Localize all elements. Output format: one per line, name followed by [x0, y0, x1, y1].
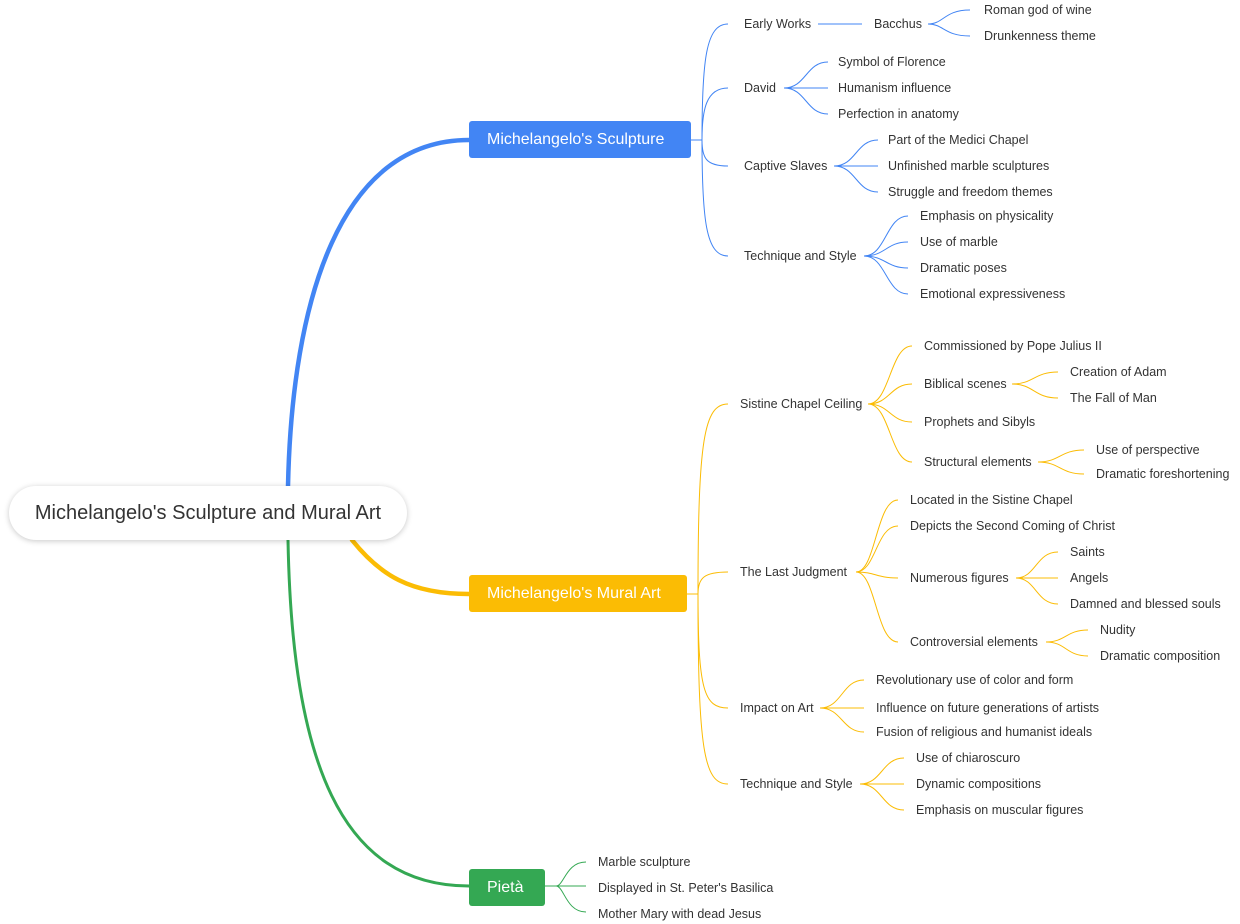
- topic-nudity[interactable]: Nudity: [1100, 623, 1136, 637]
- topic-david[interactable]: David: [744, 81, 776, 95]
- topic-commissioned-julius[interactable]: Commissioned by Pope Julius II: [924, 339, 1102, 353]
- topic-second-coming[interactable]: Depicts the Second Coming of Christ: [910, 519, 1115, 533]
- topic-structural-elements[interactable]: Structural elements: [924, 455, 1032, 469]
- topic-marble-sculpture[interactable]: Marble sculpture: [598, 855, 691, 869]
- topic-emotional-expressiveness[interactable]: Emotional expressiveness: [920, 287, 1066, 301]
- topic-angels[interactable]: Angels: [1070, 571, 1109, 585]
- topic-mural-technique[interactable]: Technique and Style: [740, 777, 853, 791]
- topic-dynamic-compositions[interactable]: Dynamic compositions: [916, 777, 1042, 791]
- topic-last-judgment[interactable]: The Last Judgment: [740, 565, 848, 579]
- topic-humanism-influence[interactable]: Humanism influence: [838, 81, 952, 95]
- topic-perfection-in-anatomy[interactable]: Perfection in anatomy: [838, 107, 959, 121]
- topic-mary-jesus[interactable]: Mother Mary with dead Jesus: [598, 907, 762, 921]
- topic-bacchus[interactable]: Bacchus: [874, 17, 922, 31]
- topic-saints[interactable]: Saints: [1070, 545, 1105, 559]
- main-branch-line-sculpture: [285, 137, 472, 489]
- topic-controversial-elements[interactable]: Controversial elements: [910, 635, 1038, 649]
- topic-biblical-scenes[interactable]: Biblical scenes: [924, 377, 1007, 391]
- main-branch-line-mural: [349, 537, 472, 597]
- topic-sculpture-technique[interactable]: Technique and Style: [744, 249, 857, 263]
- topic-drunkenness-theme[interactable]: Drunkenness theme: [984, 29, 1096, 43]
- topic-influence-future[interactable]: Influence on future generations of artis…: [876, 701, 1100, 715]
- topic-fall-of-man[interactable]: The Fall of Man: [1070, 391, 1157, 405]
- topic-creation-of-adam[interactable]: Creation of Adam: [1070, 365, 1167, 379]
- topic-dramatic-foreshortening[interactable]: Dramatic foreshortening: [1096, 467, 1230, 481]
- topic-revolutionary-color[interactable]: Revolutionary use of color and form: [876, 673, 1074, 687]
- topic-sistine-ceiling[interactable]: Sistine Chapel Ceiling: [740, 397, 863, 411]
- topic-captive-slaves[interactable]: Captive Slaves: [744, 159, 828, 173]
- pieta-connectors: [544, 861, 587, 913]
- topic-dramatic-poses[interactable]: Dramatic poses: [920, 261, 1007, 275]
- mural-connectors: [686, 345, 1089, 811]
- topic-emphasis-physicality[interactable]: Emphasis on physicality: [920, 209, 1054, 223]
- sculpture-connectors: [690, 9, 971, 295]
- topic-prophets-sibyls[interactable]: Prophets and Sibyls: [924, 415, 1036, 429]
- topic-dramatic-composition[interactable]: Dramatic composition: [1100, 649, 1221, 663]
- main-branch-line-pieta: [286, 538, 471, 888]
- topic-fusion-ideals[interactable]: Fusion of religious and humanist ideals: [876, 725, 1093, 739]
- branch-node-pieta[interactable]: Pietà: [469, 869, 545, 906]
- topic-located-sistine[interactable]: Located in the Sistine Chapel: [910, 493, 1073, 507]
- topic-struggle-freedom[interactable]: Struggle and freedom themes: [888, 185, 1053, 199]
- topic-st-peters[interactable]: Displayed in St. Peter's Basilica: [598, 881, 774, 895]
- topic-unfinished-marble[interactable]: Unfinished marble sculptures: [888, 159, 1050, 173]
- topic-muscular-figures[interactable]: Emphasis on muscular figures: [916, 803, 1084, 817]
- topic-impact-on-art[interactable]: Impact on Art: [740, 701, 814, 715]
- branch-node-sculpture[interactable]: Michelangelo's Sculpture: [469, 121, 691, 158]
- topic-early-works[interactable]: Early Works: [744, 17, 812, 31]
- root-node[interactable]: Michelangelo's Sculpture and Mural Art: [9, 486, 407, 540]
- topic-use-of-marble[interactable]: Use of marble: [920, 235, 998, 249]
- topic-chiaroscuro[interactable]: Use of chiaroscuro: [916, 751, 1021, 765]
- topic-numerous-figures[interactable]: Numerous figures: [910, 571, 1009, 585]
- topic-symbol-of-florence[interactable]: Symbol of Florence: [838, 55, 946, 69]
- topic-damned-blessed[interactable]: Damned and blessed souls: [1070, 597, 1221, 611]
- topic-medici-chapel[interactable]: Part of the Medici Chapel: [888, 133, 1029, 147]
- branch-node-mural[interactable]: Michelangelo's Mural Art: [469, 575, 687, 612]
- topic-roman-god-of-wine[interactable]: Roman god of wine: [984, 3, 1092, 17]
- topic-use-of-perspective[interactable]: Use of perspective: [1096, 443, 1200, 457]
